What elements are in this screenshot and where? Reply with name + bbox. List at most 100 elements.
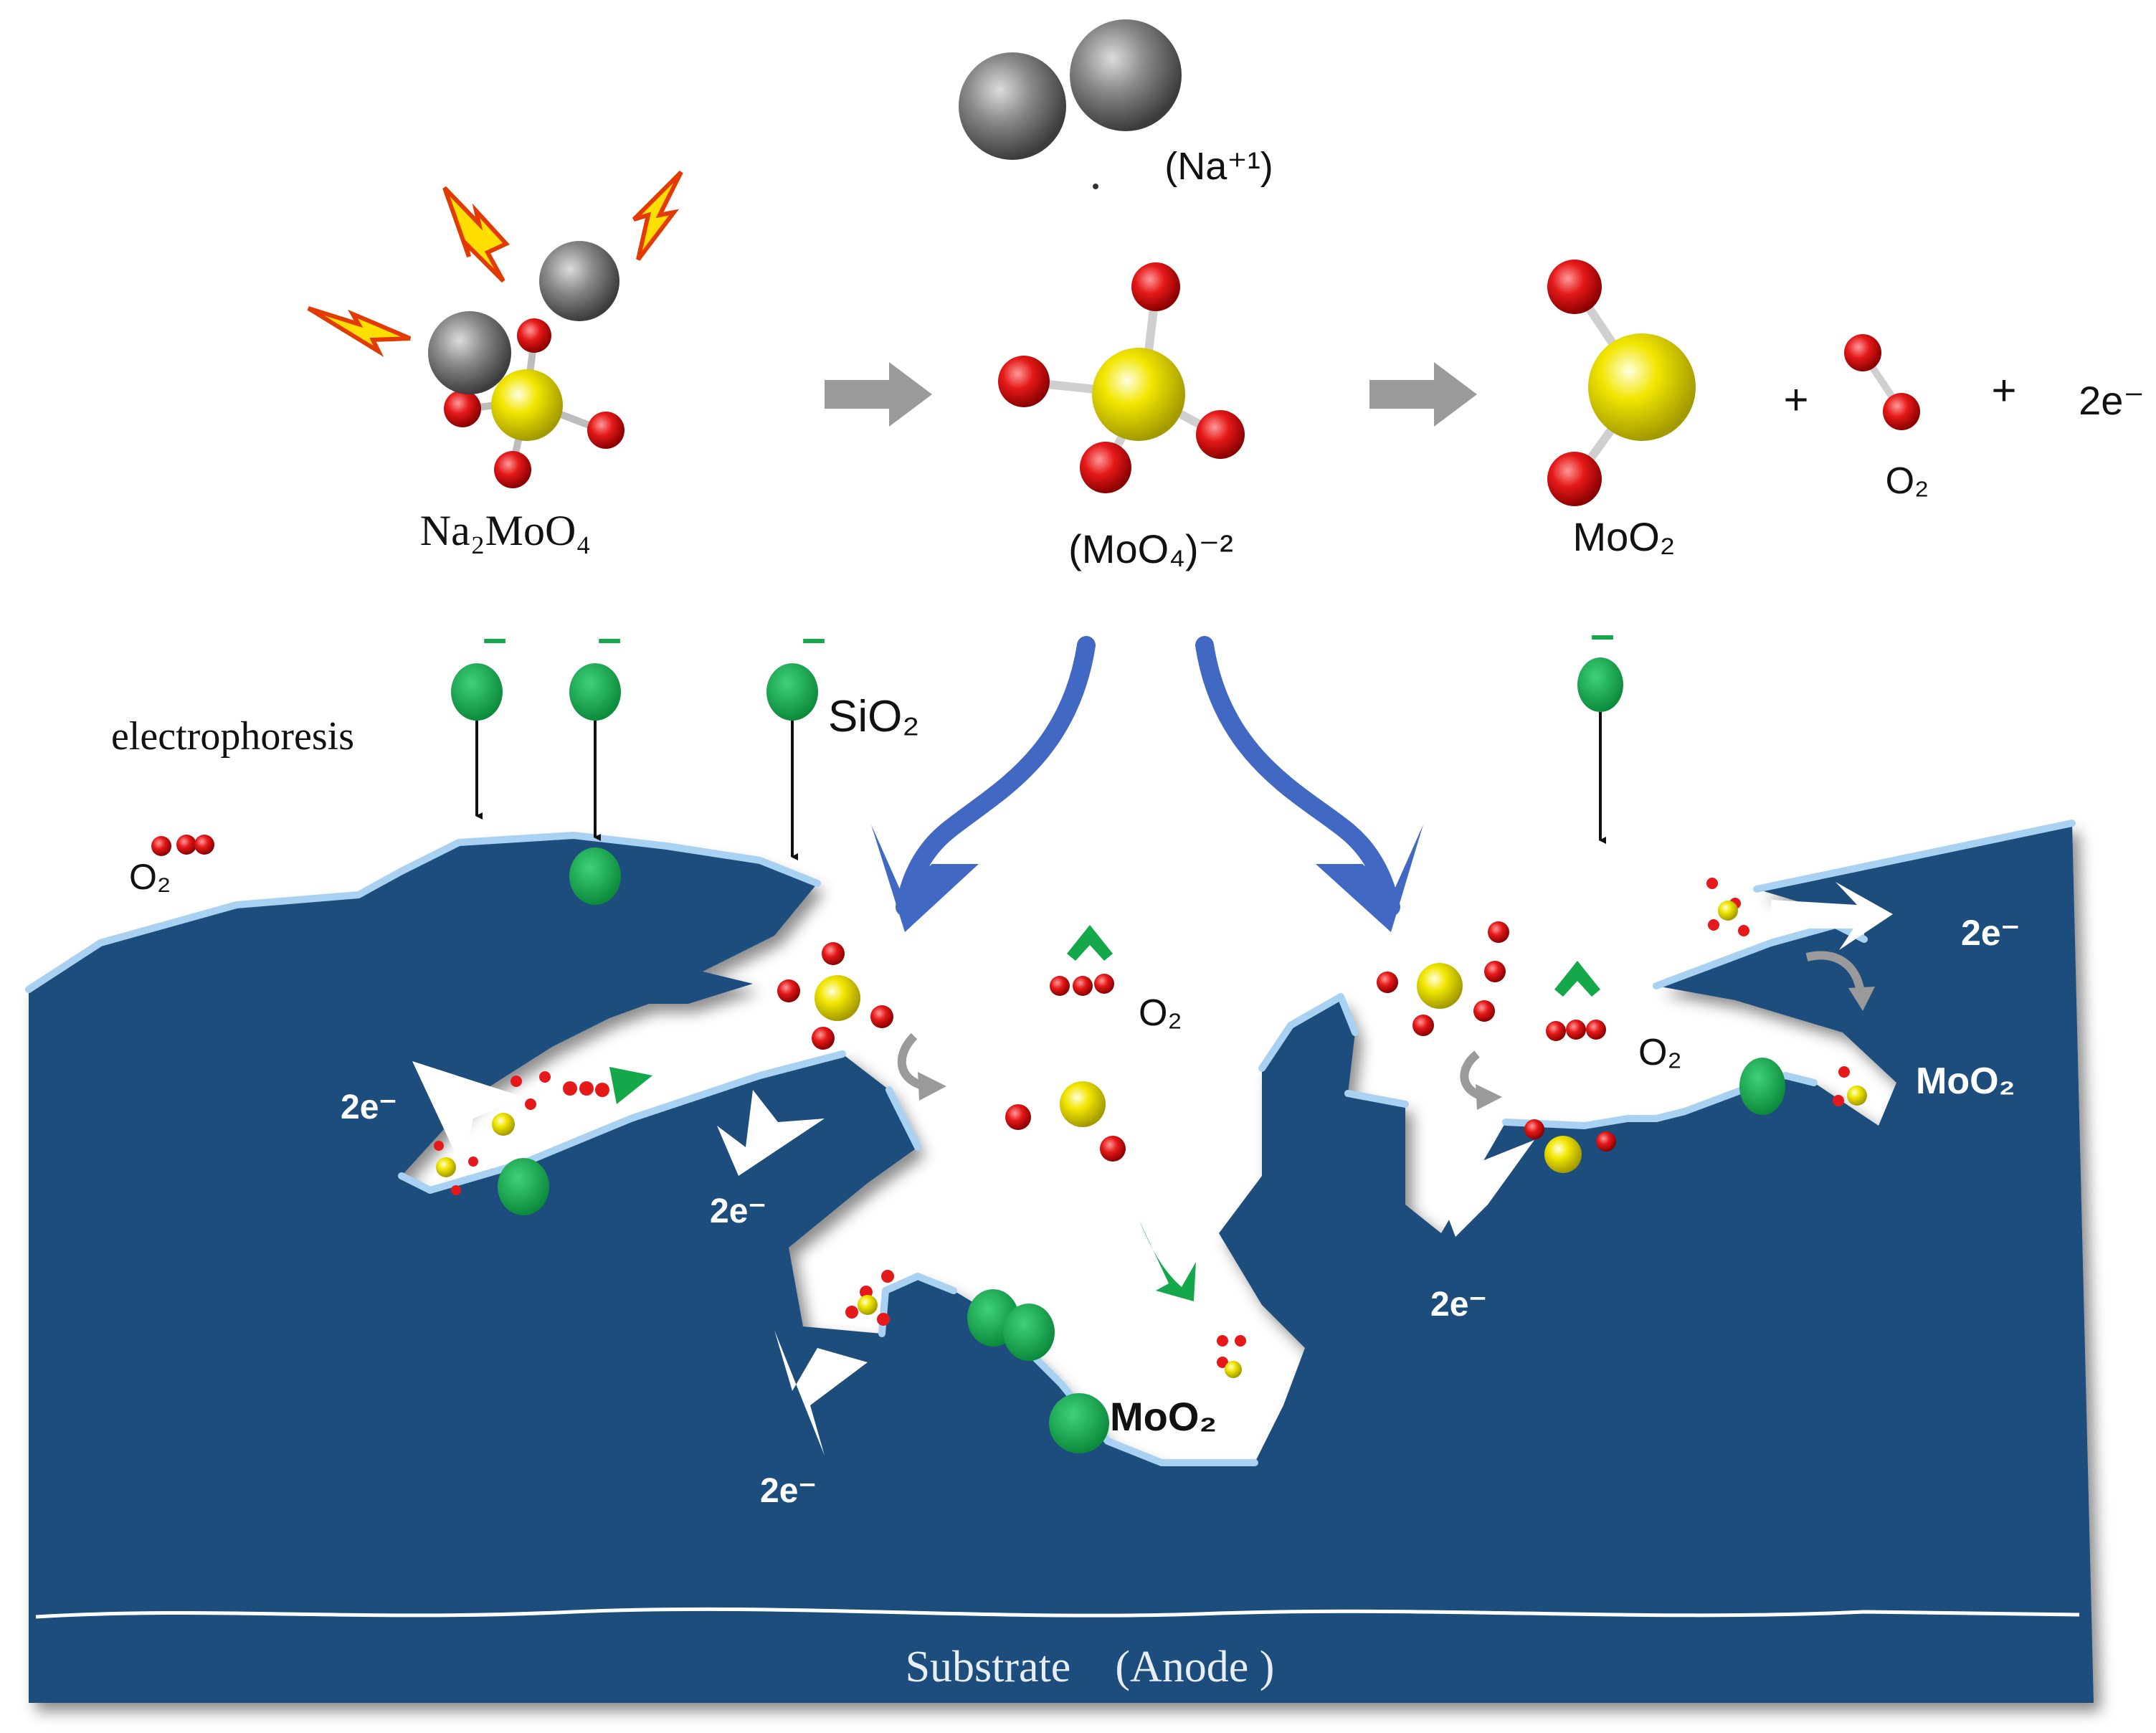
molybdenum-atom xyxy=(491,369,563,441)
o2-molecule xyxy=(563,1081,609,1097)
lightning-bolt-icon xyxy=(442,186,510,283)
green-arrow-icon xyxy=(1139,1219,1196,1301)
reactant-label: Na₂MoO₄ xyxy=(420,507,591,554)
flow-arrows xyxy=(871,636,1423,932)
o2-molecule xyxy=(1546,1020,1606,1041)
flow-arrow-left-head xyxy=(871,825,979,932)
process-arrow-1 xyxy=(825,362,932,427)
electron-label-2: 2e⁻ xyxy=(710,1192,766,1230)
silica-particle xyxy=(569,847,621,905)
silica-label: SiO₂ xyxy=(828,692,919,741)
pore-contents: O₂ 2e⁻ xyxy=(129,835,2020,1510)
electron-arrow-icon xyxy=(412,1061,523,1169)
oxygen-atom xyxy=(998,356,1050,407)
moo2-molecule xyxy=(1524,1119,1616,1173)
o2-molecule xyxy=(151,835,214,856)
flow-arrow-left xyxy=(896,636,1096,916)
molybdate-cluster xyxy=(845,1270,894,1326)
molybdate-cluster xyxy=(1217,1335,1246,1378)
green-arrow-icon xyxy=(609,1067,652,1104)
electrophoresis-label: electrophoresis xyxy=(111,714,354,759)
oxygen-atom xyxy=(1131,262,1180,311)
coating-edges xyxy=(25,820,2076,1466)
curved-arrow-icon xyxy=(897,1032,926,1091)
molybdate-cluster xyxy=(1706,878,1749,936)
silica-particle xyxy=(1003,1304,1055,1361)
svg-text:–: – xyxy=(597,614,621,662)
electron-label-5: 2e⁻ xyxy=(1961,913,2020,953)
coating-body xyxy=(29,823,2094,1703)
substrate-interface-line xyxy=(35,1607,2080,1619)
silica-particle: – xyxy=(766,614,826,860)
o2-label: O₂ xyxy=(1886,460,1929,502)
silica-particle: – xyxy=(451,614,507,820)
process-arrow-2 xyxy=(1369,362,1477,427)
coating-layer: Substrate (Anode ) xyxy=(25,820,2094,1703)
electron-arrow-icon xyxy=(717,1090,825,1176)
oxygen-atom xyxy=(444,390,481,427)
molybdate-cluster xyxy=(434,1071,551,1195)
o2-pore-right-label: O₂ xyxy=(1638,1032,1682,1073)
electron-arrow-icon xyxy=(1771,882,1893,950)
sodium-atom xyxy=(959,52,1066,160)
moo2-deposit-label: MoO₂ xyxy=(1110,1394,1217,1439)
molybdenum-atom xyxy=(1092,348,1185,441)
molybdenum-atom xyxy=(1588,333,1696,441)
flow-arrow-right xyxy=(1195,636,1400,916)
silica-particle xyxy=(1739,1058,1785,1115)
oxygen-atom xyxy=(1547,260,1602,314)
electron-label-4: 2e⁻ xyxy=(1430,1286,1487,1324)
plus-sign: + xyxy=(1991,366,2016,414)
oxygen-atom xyxy=(1883,393,1920,430)
oxygen-atom xyxy=(1080,442,1131,493)
molybdate-ion-label: (MoO₄)⁻² xyxy=(1068,526,1233,571)
electrons-label: 2e⁻ xyxy=(2079,378,2145,423)
sodium-atom xyxy=(428,311,511,394)
na2moo4-molecule xyxy=(307,170,683,488)
o2-molecule xyxy=(1844,334,1920,430)
svg-text:–: – xyxy=(1590,610,1614,658)
silica-particle xyxy=(1049,1393,1109,1453)
o2-escape-arrow-icon xyxy=(1554,961,1600,997)
silica-particle: – xyxy=(569,614,622,841)
sodium-atom xyxy=(1070,19,1182,131)
lightning-bolt-icon xyxy=(307,306,412,358)
substrate-label: Substrate (Anode ) xyxy=(906,1643,1275,1691)
plus-sign: + xyxy=(1783,376,1808,424)
molybdate-ion xyxy=(998,262,1245,493)
o2-escape-arrow-icon xyxy=(1067,925,1113,961)
electron-label-1: 2e⁻ xyxy=(341,1088,397,1126)
molybdate-cluster xyxy=(1833,1066,1867,1106)
curved-arrow-icon xyxy=(1805,951,1865,994)
electrophoresis-particles: – – – SiO₂ electrophoresis – xyxy=(111,610,1623,860)
oxygen-atom xyxy=(494,451,531,488)
moo2-label: MoO₂ xyxy=(1572,514,1675,559)
o2-molecule xyxy=(1050,974,1114,996)
electron-arrow-icon xyxy=(774,1330,868,1456)
sodium-atom xyxy=(539,241,619,321)
silica-particle: – xyxy=(1577,610,1623,844)
o2-surface-label: O₂ xyxy=(129,857,171,897)
oxygen-atom xyxy=(1844,334,1881,371)
silica-particle xyxy=(498,1158,549,1215)
molybdate-cluster xyxy=(1377,921,1509,1036)
electron-label-3: 2e⁻ xyxy=(760,1472,817,1510)
svg-text:–: – xyxy=(483,614,506,662)
flow-arrow-right-head xyxy=(1316,825,1423,932)
oxygen-atom xyxy=(587,412,625,449)
reaction-scheme: Na₂MoO₄ (Na⁺¹) (MoO₄)⁻² xyxy=(307,19,2145,571)
molybdate-cluster xyxy=(777,942,893,1050)
sodium-ions xyxy=(959,19,1182,189)
oxygen-atom xyxy=(517,318,551,353)
sodium-ion-label: (Na⁺¹) xyxy=(1164,145,1273,188)
svg-text:–: – xyxy=(802,614,825,662)
moo2-molecule xyxy=(1005,1081,1126,1162)
moo2-molecule xyxy=(1547,260,1696,506)
lightning-bolt-icon xyxy=(632,170,683,261)
o2-pore-left-label: O₂ xyxy=(1139,992,1182,1034)
moo2-right-label: MoO₂ xyxy=(1916,1060,2015,1102)
electron-arrow-icon xyxy=(1427,1122,1534,1237)
oxygen-atom xyxy=(1547,452,1602,506)
oxygen-atom xyxy=(1196,410,1245,459)
